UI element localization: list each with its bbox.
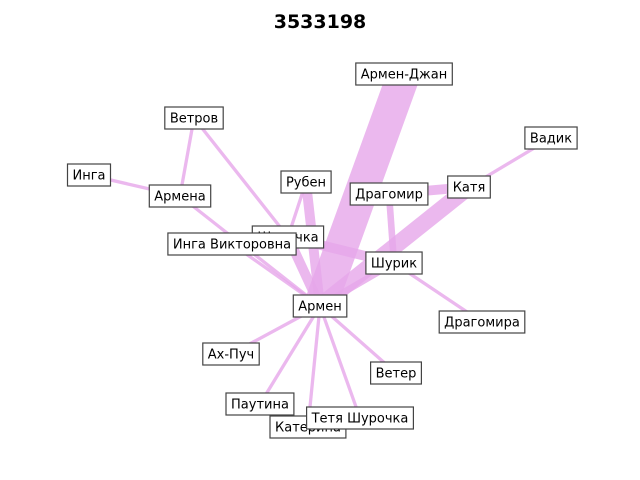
node-ruben: Рубен [280,170,332,194]
node-tetya_shurochka: Тетя Шурочка [306,406,415,430]
node-label: Драгомира [444,316,520,331]
node-veter: Ветер [370,361,423,385]
node-box [167,232,297,256]
edge-armen-pautina [258,305,322,405]
node-box [148,184,212,208]
node-label: Армен-Джан [361,68,447,83]
diagram-title: 3533198 [273,11,367,33]
node-inga: Инга [66,163,112,187]
node-armena: Армена [148,184,212,208]
node-label: Армен [298,300,341,315]
node-inga_v: Инга Викторовна [167,232,297,256]
node-vadik: Вадик [524,126,578,150]
node-label: Инга Викторовна [173,238,291,253]
node-box [355,62,453,86]
node-box [306,406,415,430]
node-box [447,175,491,199]
node-box [370,361,423,385]
edge-armena-vetrov [178,117,196,197]
node-label: Тетя Шурочка [311,412,409,427]
node-box [349,182,429,206]
node-box [280,170,332,194]
edges-layer [88,68,552,428]
node-label: Катя [453,181,486,196]
node-box [365,251,423,275]
node-label: Ветров [170,112,218,127]
node-box [164,106,224,130]
node-ah_puch: Ах-Пуч [202,342,260,366]
node-box [225,392,295,416]
node-label: Вадик [530,132,572,147]
node-box [66,163,112,187]
node-label: Армена [154,190,205,205]
node-box [202,342,260,366]
node-label: Шурик [371,257,417,272]
node-label: Рубен [286,176,326,191]
node-dragomira: Драгомира [438,310,526,334]
node-katya: Катя [447,175,491,199]
node-box [438,310,526,334]
node-box [292,294,348,318]
node-shurik: Шурик [365,251,423,275]
node-label: Ветер [376,367,417,382]
node-label: Ах-Пуч [208,348,254,363]
node-vetrov: Ветров [164,106,224,130]
node-box [524,126,578,150]
node-label: Драгомир [355,188,423,203]
node-dragomir: Драгомир [349,182,429,206]
edge-vetrov-shurochka [192,116,290,239]
node-armen: Армен [292,294,348,318]
node-armen_dzhan: Армен-Джан [355,62,453,86]
node-label: Инга [72,169,105,184]
edge-armen-tetya_shurochka [318,305,362,419]
node-label: Паутина [231,398,289,413]
node-pautina: Паутина [225,392,295,416]
